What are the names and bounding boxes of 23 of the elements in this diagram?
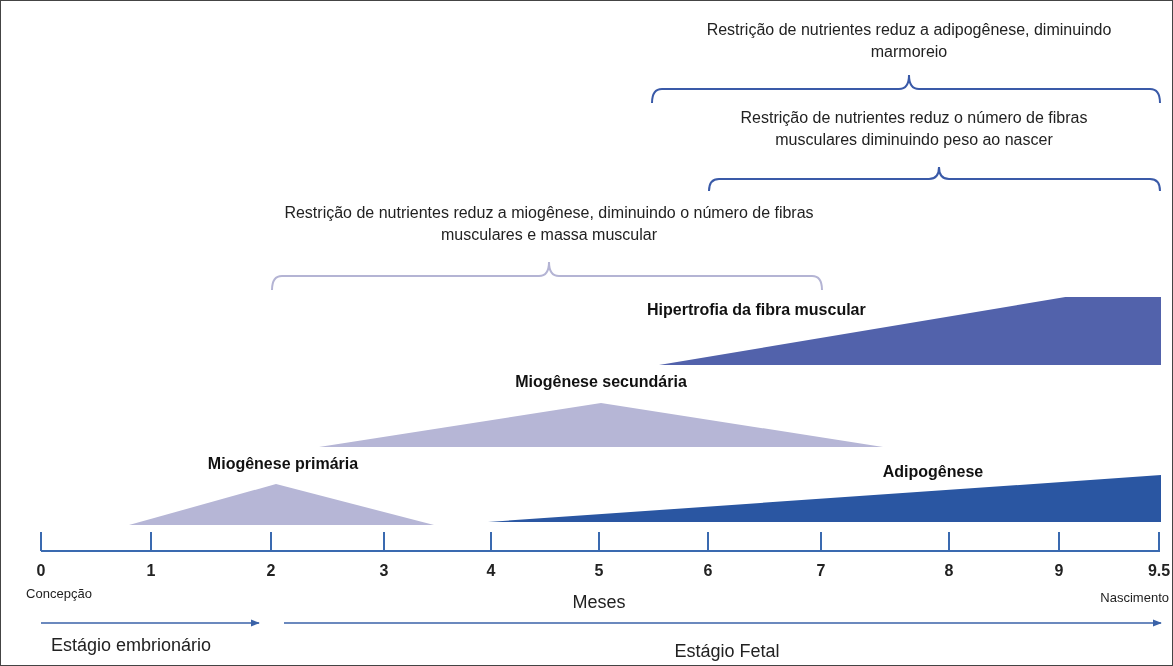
tick-label: 3 <box>379 562 389 580</box>
axis-title: Meses <box>572 592 626 613</box>
tick-label: 0 <box>36 562 46 580</box>
axis-caption: Nascimento <box>1100 590 1169 605</box>
stage-label: Estágio Fetal <box>674 641 780 662</box>
phase-label: Miogênese secundária <box>515 373 687 391</box>
phase-label: Adipogênese <box>882 463 984 481</box>
tick-label: 7 <box>816 562 826 580</box>
tick-label: 9 <box>1054 562 1064 580</box>
phase-label: Hipertrofia da fibra muscular <box>647 301 866 319</box>
tick-label: 9.5 <box>1147 562 1171 580</box>
note-text: Restrição de nutrientes reduz o número de fibras musculares diminuindo peso ao nascer <box>739 108 1089 150</box>
tick-label: 6 <box>703 562 713 580</box>
stage-label: Estágio embrionário <box>51 635 212 656</box>
phase-label: Miogênese primária <box>207 455 359 473</box>
tick-label: 8 <box>944 562 954 580</box>
tick-label: 5 <box>594 562 604 580</box>
tick-label: 1 <box>146 562 156 580</box>
tick-label: 2 <box>266 562 276 580</box>
axis-caption: Concepção <box>26 586 92 601</box>
tick-label: 4 <box>486 562 496 580</box>
note-text: Restrição de nutrientes reduz a adipogênese, diminuindo marmoreio <box>705 20 1113 62</box>
note-text: Restrição de nutrientes reduz a miogênese, diminuindo o número de fibras musculares e massa muscular <box>283 203 815 245</box>
